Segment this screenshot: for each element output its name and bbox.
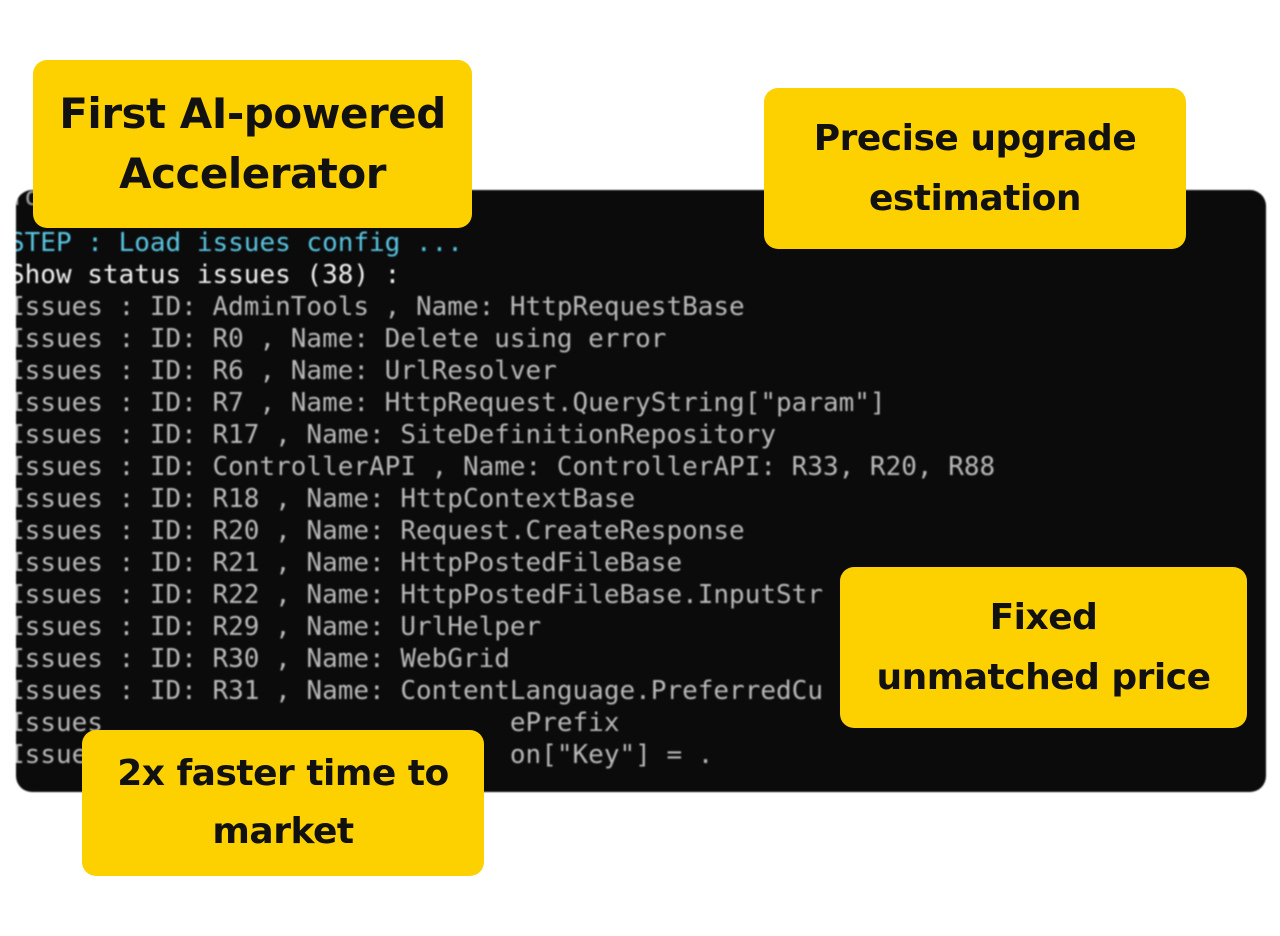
terminal-output: Total load file Count : 2141STEP : Load … bbox=[16, 190, 996, 771]
callout-upgrade-estimation-line2: estimation bbox=[868, 177, 1082, 219]
callout-faster-market: 2x faster time to market bbox=[82, 730, 484, 876]
terminal-line: Issues : ID: R22 , Name: HttpPostedFileB… bbox=[16, 580, 823, 610]
terminal-line: Issues : ID: ControllerAPI , Name: Contr… bbox=[16, 452, 996, 482]
callout-ai-accelerator-line1: First AI-powered bbox=[59, 89, 446, 138]
callout-upgrade-estimation-line1: Precise upgrade bbox=[813, 117, 1137, 159]
terminal-line: Issues : ID: R30 , Name: WebGrid bbox=[16, 644, 510, 674]
callout-ai-accelerator-line2: Accelerator bbox=[119, 149, 386, 198]
terminal-line: Issues : ID: R21 , Name: HttpPostedFileB… bbox=[16, 548, 683, 578]
terminal-line: Issues : ID: AdminTools , Name: HttpRequ… bbox=[16, 292, 745, 322]
terminal-line: Issues : ID: R31 , Name: ContentLanguage… bbox=[16, 676, 823, 706]
terminal-line: Issues : ID: R29 , Name: UrlHelper bbox=[16, 612, 542, 642]
terminal-line: Issues : ID: R6 , Name: UrlResolver bbox=[16, 356, 557, 386]
terminal-line: Show status issues (38) : bbox=[16, 260, 401, 290]
terminal-screenshot: Total load file Count : 2141STEP : Load … bbox=[16, 190, 1266, 792]
callout-ai-accelerator: First AI-powered Accelerator bbox=[33, 60, 472, 228]
terminal-line: Issues : ID: R7 , Name: HttpRequest.Quer… bbox=[16, 388, 886, 418]
callout-faster-market-line1: 2x faster time to bbox=[117, 753, 449, 794]
callout-fixed-price-line1: Fixed bbox=[989, 596, 1098, 638]
callout-fixed-price-line2: unmatched price bbox=[876, 656, 1211, 698]
terminal-line: Issues : ID: R18 , Name: HttpContextBase bbox=[16, 484, 636, 514]
callout-faster-market-line2: market bbox=[212, 811, 354, 852]
terminal-line: STEP : Load issues config ... bbox=[16, 228, 463, 258]
terminal-line: Issues : ID: R17 , Name: SiteDefinitionR… bbox=[16, 420, 777, 450]
terminal-line: Issues : ID: R0 , Name: Delete using err… bbox=[16, 324, 667, 354]
callout-fixed-price: Fixed unmatched price bbox=[840, 567, 1247, 728]
terminal-line: Issues : ID: R20 , Name: Request.CreateR… bbox=[16, 516, 745, 546]
callout-upgrade-estimation: Precise upgrade estimation bbox=[764, 88, 1186, 249]
